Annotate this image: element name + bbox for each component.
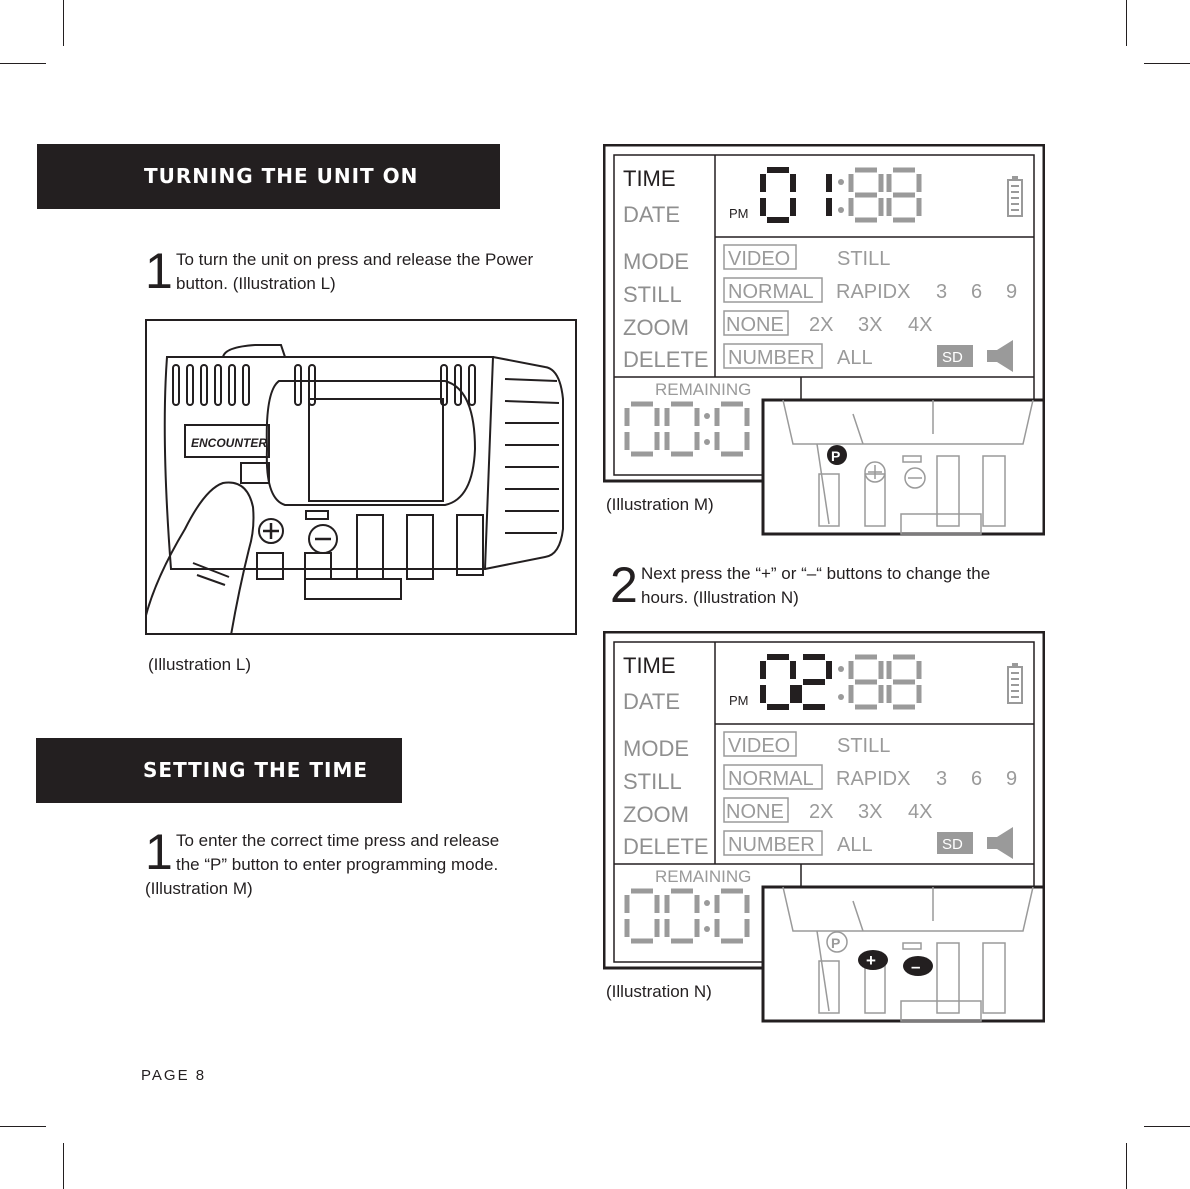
lcd-label-time: TIME [623, 653, 676, 678]
svg-text:P: P [831, 448, 840, 464]
crop-mark [63, 1143, 64, 1189]
step-number: 1 [145, 243, 173, 299]
lcd-opt-video: VIDEO [728, 735, 790, 757]
lcd-opt-none: NONE [726, 801, 784, 823]
step-number: 2 [610, 557, 638, 613]
crop-mark [1144, 1126, 1190, 1127]
sd-card-icon [937, 832, 973, 854]
illustration-l: ENCOUNTER [145, 319, 577, 635]
lcd-label-time: TIME [623, 166, 676, 191]
lcd-label-date: DATE [623, 689, 680, 714]
lcd-label-still: STILL [623, 282, 682, 307]
lcd-opt-still: STILL [837, 248, 890, 270]
lcd-opt-rapidx: RAPIDX [836, 768, 910, 790]
svg-text:P: P [831, 935, 840, 951]
crop-mark [1126, 1143, 1127, 1189]
camera-inset: P + – [761, 885, 1046, 1023]
step-power-on: 1 To turn the unit on press and release … [145, 243, 585, 299]
step-line: Next press the “+” or “–“ buttons to cha… [641, 564, 991, 583]
battery-icon [1007, 176, 1023, 217]
step-line: the “P” button to enter programming mode… [176, 855, 499, 874]
caption-illustration-l: (Illustration L) [148, 655, 251, 674]
lcd-opt-3x: 3X [858, 314, 882, 336]
minus-icon [903, 956, 933, 976]
lcd-opt-none: NONE [726, 314, 784, 336]
plus-icon [864, 461, 886, 483]
camera-inset: P [761, 398, 1046, 536]
lcd-opt-9: 9 [1006, 768, 1017, 790]
lcd-label-delete: DELETE [623, 347, 709, 372]
lcd-label-date: DATE [623, 202, 680, 227]
plus-icon [263, 523, 279, 539]
lcd-label-delete: DELETE [623, 834, 709, 859]
lcd-opt-3x: 3X [858, 801, 882, 823]
svg-text:–: – [911, 957, 920, 976]
svg-text:+: + [866, 951, 876, 970]
lcd-label-zoom: ZOOM [623, 802, 689, 827]
plus-icon [858, 950, 888, 970]
lcd-opt-normal: NORMAL [728, 768, 814, 790]
lcd-opt-still: STILL [837, 735, 890, 757]
brand-logo: ENCOUNTER [191, 436, 267, 450]
sd-card-icon [937, 345, 973, 367]
lcd-pm: PM [729, 206, 749, 221]
step-enter-programming: 1 To enter the correct time press and re… [145, 824, 575, 904]
caption-illustration-n: (Illustration N) [606, 982, 712, 1001]
step-change-hours: 2 Next press the “+” or “–“ buttons to c… [610, 557, 1050, 613]
p-button-icon [826, 931, 848, 953]
svg-text:SD: SD [942, 836, 963, 853]
speaker-icon [987, 340, 1013, 372]
step-line: To enter the correct time press and rele… [176, 831, 500, 850]
lcd-opt-all: ALL [837, 834, 873, 856]
step-text: To enter the correct time press and rele… [176, 829, 499, 877]
lcd-label-mode: MODE [623, 736, 689, 761]
lcd-label-zoom: ZOOM [623, 315, 689, 340]
section-heading-turning-on: TURNING THE UNIT ON [37, 144, 500, 209]
battery-icon [1007, 663, 1023, 704]
crop-mark [0, 63, 46, 64]
illustration-n: TIME DATE MODE STILL ZOOM DELETE PM VIDEO STILL N… [602, 630, 1046, 1023]
step-line: (Illustration M) [145, 879, 253, 898]
lcd-opt-9: 9 [1006, 281, 1017, 303]
step-line: To turn the unit on press and release th… [176, 250, 534, 269]
lcd-opt-3: 3 [936, 768, 947, 790]
svg-text:SD: SD [942, 349, 963, 366]
lcd-opt-2x: 2X [809, 801, 833, 823]
lcd-label-mode: MODE [623, 249, 689, 274]
step-line: hours. (Illustration N) [641, 588, 799, 607]
lcd-remaining-label: REMAINING [655, 380, 751, 399]
crop-mark [1144, 63, 1190, 64]
crop-mark [63, 0, 64, 46]
lcd-opt-3: 3 [936, 281, 947, 303]
step-text: Next press the “+” or “–“ buttons to cha… [641, 562, 990, 610]
lcd-opt-rapidx: RAPIDX [836, 281, 910, 303]
step-text: To turn the unit on press and release th… [176, 248, 533, 296]
crop-mark [1126, 0, 1127, 46]
caption-illustration-m: (Illustration M) [606, 495, 714, 514]
lcd-opt-4x: 4X [908, 314, 932, 336]
lcd-opt-normal: NORMAL [728, 281, 814, 303]
lcd-opt-6: 6 [971, 768, 982, 790]
illustration-m: TIME DATE MODE STILL ZOOM DELETE PM VIDEO STILL N… [602, 143, 1046, 536]
lcd-opt-6: 6 [971, 281, 982, 303]
p-button-icon [827, 445, 847, 465]
speaker-icon [987, 827, 1013, 859]
lcd-label-still: STILL [623, 769, 682, 794]
lcd-opt-video: VIDEO [728, 248, 790, 270]
lcd-opt-number: NUMBER [728, 834, 815, 856]
lcd-opt-number: NUMBER [728, 347, 815, 369]
section-heading-setting-time: SETTING THE TIME [36, 738, 402, 803]
lcd-pm: PM [729, 693, 749, 708]
lcd-opt-all: ALL [837, 347, 873, 369]
step-line: button. (Illustration L) [176, 274, 336, 293]
lcd-remaining-label: REMAINING [655, 867, 751, 886]
lcd-opt-2x: 2X [809, 314, 833, 336]
step-number: 1 [145, 824, 173, 880]
lcd-opt-4x: 4X [908, 801, 932, 823]
page-number: PAGE 8 [141, 1067, 207, 1084]
minus-icon [904, 467, 926, 489]
crop-mark [0, 1126, 46, 1127]
